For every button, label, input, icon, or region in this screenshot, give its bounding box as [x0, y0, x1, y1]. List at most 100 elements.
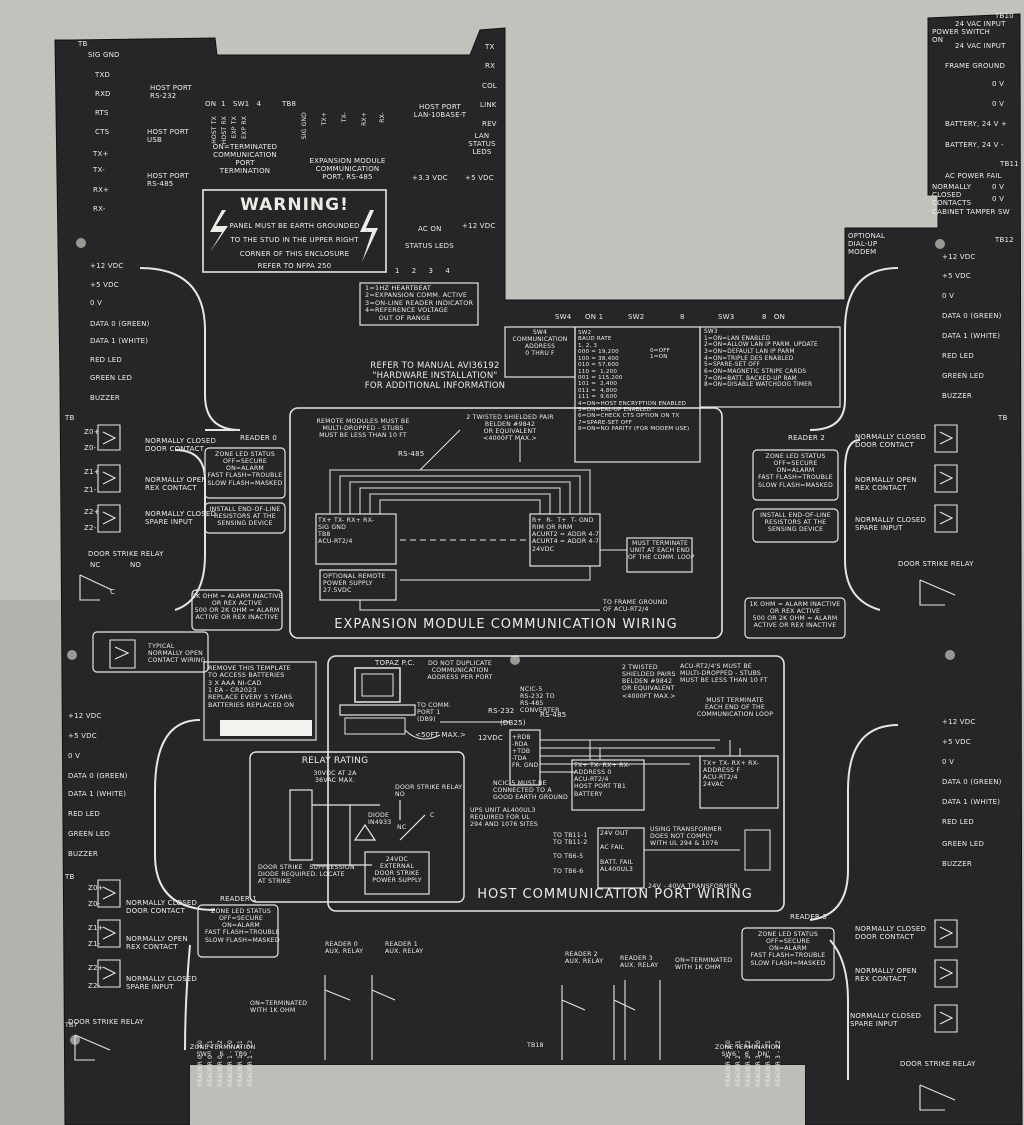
- zone-led-status: ZONE LED STATUS OFF=SECURE ON=ALARM FAST…: [205, 908, 280, 944]
- reader-pin: RED LED: [68, 810, 101, 818]
- sw3-on-label: 8 ON: [762, 313, 786, 321]
- nc-spare-input: NORMALLY CLOSED SPARE INPUT: [145, 510, 217, 527]
- tb-connections: TO TB11-1 TO TB11-2 TO TB6-5 TO TB6-6: [553, 832, 588, 875]
- reader-pin: DATA 1 (WHITE): [942, 332, 1001, 340]
- warning-line: PANEL MUST BE EARTH GROUNDED: [229, 222, 360, 230]
- reader-pin: RED LED: [942, 818, 975, 826]
- acurt-box: R+ R- T+ T- GND RIM OR RRM ACURT2 = ADDR…: [532, 517, 600, 553]
- reader-pin: BUZZER: [942, 860, 972, 868]
- converter-pins: +RDB -RDA +TDB -TDA FR. GND: [512, 734, 539, 769]
- zone-term-pin: READER 3 - Z2: [775, 1040, 782, 1087]
- zone-term-pin: READER 2 - Z1: [735, 1040, 742, 1087]
- sw4-box: SW4 COMMUNICATION ADDRESS 0 THRU F: [512, 329, 568, 357]
- ground-note: NCIC-5 MUST BE CONNECTED TO A GOOD EARTH…: [493, 780, 568, 802]
- reader-pin: +12 VDC: [90, 262, 124, 270]
- zone-pin: Z1-: [84, 486, 97, 494]
- zone-term-pin: READER 3 - Z0: [755, 1040, 762, 1087]
- expansion-wiring-title: EXPANSION MODULE COMMUNICATION WIRING: [334, 617, 678, 632]
- rs232-pin: RTS: [95, 109, 109, 117]
- optional-power-note: OPTIONAL REMOTE POWER SUPPLY 27.5VDC: [323, 573, 386, 595]
- db25-label: (DB25): [500, 719, 526, 727]
- host-rs485-title: HOST PORT RS-485: [147, 172, 189, 189]
- reader-pin: 0 V: [942, 758, 955, 766]
- lan-led: RX: [485, 62, 496, 70]
- v0-label: 0 V: [992, 195, 1005, 203]
- topaz-label: TOPAZ P.C.: [375, 659, 415, 667]
- relay-nc: NC: [90, 561, 101, 569]
- tb8-pin: RX-: [379, 112, 386, 123]
- host-usb-title: HOST PORT USB: [147, 128, 189, 145]
- zone-term-pin: READER 2 - Z0: [725, 1040, 732, 1087]
- nc-door-contact: NORMALLY CLOSED DOOR CONTACT: [126, 899, 198, 916]
- nc-door-contact: NORMALLY CLOSED DOOR CONTACT: [855, 433, 927, 450]
- zone-pin: Z2-: [88, 982, 101, 990]
- reader1-aux-relay: READER 1 AUX. RELAY: [385, 941, 424, 956]
- ohm-note: 1K OHM = ALARM INACTIVE OR REX ACTIVE 50…: [749, 601, 841, 630]
- tb10-label: TB10: [995, 12, 1014, 20]
- comm-port-note: TO COMM. PORT 1 (DB9): [417, 702, 452, 724]
- no-rex-contact: NORMALLY OPEN REX CONTACT: [145, 476, 207, 493]
- frame-ground-note: TO FRAME GROUND OF ACU-RT2/4: [603, 599, 668, 614]
- warning-line: TO THE STUD IN THE UPPER RIGHT: [230, 236, 359, 244]
- sw4-label: SW4: [555, 313, 572, 321]
- tb8-pin: TX+: [321, 112, 328, 126]
- ohm-note: 1K OHM = ALARM INACTIVE OR REX ACTIVE 50…: [192, 593, 283, 622]
- relay-no: NO: [130, 561, 142, 569]
- zone-pin: Z2-: [84, 524, 97, 532]
- rs232-pin: SIG GND: [88, 51, 120, 59]
- lan-led: TX: [485, 43, 495, 51]
- reader-pin: +12 VDC: [942, 253, 976, 261]
- no-rex-contact: NORMALLY OPEN REX CONTACT: [126, 935, 188, 952]
- reader-pin: RED LED: [90, 356, 123, 364]
- relay-c: C: [430, 812, 435, 819]
- zone-led-status: ZONE LED STATUS OFF=SECURE ON=ALARM FAST…: [758, 453, 833, 489]
- zone-term-pin: READER 0 - Z1: [207, 1040, 214, 1087]
- tb18-label: TB18: [527, 1042, 544, 1049]
- eol-resistor-note: INSTALL END-OF-LINE RESISTORS AT THE SEN…: [760, 512, 831, 534]
- remote-modules-note: REMOTE MODULES MUST BE MULTI-DROPPED - S…: [316, 418, 410, 440]
- ac-fail-label: AC POWER FAIL: [945, 172, 1002, 180]
- reader-pin: DATA 1 (WHITE): [942, 798, 1001, 806]
- relay-nc: NC: [397, 824, 407, 831]
- cabinet-tamper-label: CABINET TAMPER SW: [932, 208, 1010, 216]
- reader3-label: READER 3: [790, 913, 828, 921]
- sw3-label: SW3: [718, 313, 735, 321]
- power-label: 0 V: [992, 80, 1005, 88]
- zone-term-pin: READER 1 - Z1: [237, 1040, 244, 1087]
- reader-pin: BUZZER: [90, 394, 120, 402]
- zone-term-pin: READER 2 - Z2: [745, 1040, 752, 1087]
- reader2-tb: TB: [998, 414, 1008, 422]
- rs485-pin: TX-: [93, 166, 105, 174]
- reader0-label: READER 0: [240, 434, 278, 442]
- reader0-tb: TB: [65, 414, 75, 422]
- sw1-pin: EXP RX: [241, 116, 248, 139]
- zone-led-status: ZONE LED STATUS OFF=SECURE ON=ALARM FAST…: [207, 451, 283, 487]
- zone-term-pin: READER 1 - Z2: [247, 1040, 254, 1087]
- relay-rating-values: 30VDC AT 2A 36VAC MAX.: [313, 770, 357, 785]
- door-strike-relay-label: DOOR STRIKE RELAY: [898, 560, 974, 568]
- suppression-note: DOOR STRIKE SUPPRESSION DIODE REQUIRED. …: [258, 864, 355, 886]
- warning-line: REFER TO NFPA 250: [257, 262, 332, 270]
- zone-pin: Z1+: [84, 468, 100, 476]
- addressf-box: TX+ TX- RX+ RX- ADDRESS F ACU-RT2/4 24VA…: [703, 760, 760, 789]
- reader2-aux-relay: READER 2 AUX. RELAY: [565, 951, 604, 966]
- reader-pin: 0 V: [68, 752, 81, 760]
- host-rs232-title: HOST PORT RS-232: [150, 84, 192, 101]
- duplicate-note: DO NOT DUPLICATE COMMUNICATION ADDRESS P…: [427, 660, 493, 682]
- rs232-label: RS-232: [488, 707, 515, 715]
- zone-term-pin: READER 0 - Z2: [217, 1040, 224, 1087]
- nc-spare-input: NORMALLY CLOSED SPARE INPUT: [126, 975, 198, 992]
- lan-led: LINK: [480, 101, 497, 109]
- power-label: 0 V: [992, 100, 1005, 108]
- tb11-label: TB11: [1000, 160, 1019, 168]
- power-label: BATTERY, 24 V -: [945, 141, 1004, 149]
- multidrop-note: ACU-RT2/4'S MUST BE MULTI-DROPPED - STUB…: [680, 663, 768, 685]
- zone-pin: Z1-: [88, 940, 101, 948]
- battery-note: REMOVE THIS TEMPLATE TO ACCESS BATTERIES…: [208, 664, 295, 709]
- max-length-label: <50FT MAX.>: [415, 731, 467, 739]
- ups-note: UPS UNIT AL400UL3 REQUIRED FOR UL 294 AN…: [470, 807, 539, 829]
- v5-label: +5 VDC: [465, 174, 494, 182]
- power-label: BATTERY, 24 V +: [945, 120, 1008, 128]
- nc-door-contact: NORMALLY CLOSED DOOR CONTACT: [145, 437, 217, 454]
- reader-pin: BUZZER: [942, 392, 972, 400]
